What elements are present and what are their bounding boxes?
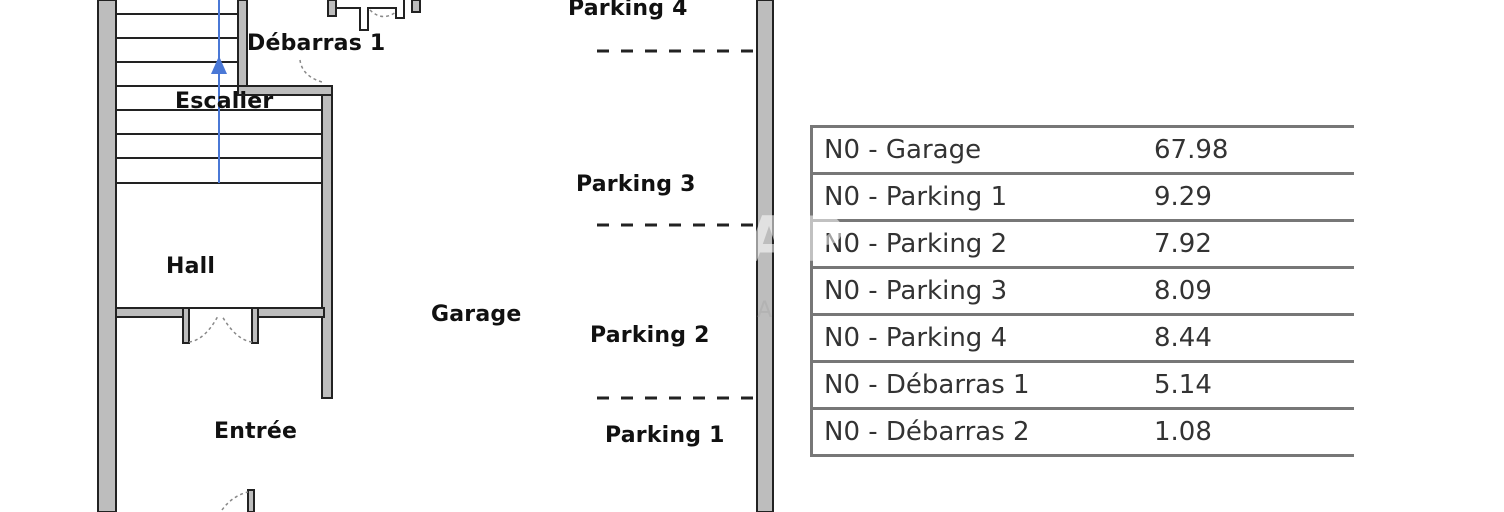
- entry-door-jamb: [247, 489, 255, 512]
- table-row: N0 - Débarras 1 5.14: [810, 361, 1354, 409]
- table-row: N0 - Garage 67.98: [810, 126, 1354, 174]
- door-jamb-right: [251, 307, 259, 344]
- door-jamb-left: [182, 307, 190, 344]
- row-name: N0 - Parking 1: [824, 182, 1008, 212]
- debarras-wall-top-a: [327, 0, 337, 17]
- row-area: 8.44: [1154, 323, 1212, 353]
- row-name: N0 - Parking 3: [824, 276, 1008, 306]
- row-area: 9.29: [1154, 182, 1212, 212]
- row-name: N0 - Débarras 2: [824, 417, 1030, 447]
- room-label-parking3: Parking 3: [576, 172, 696, 197]
- debarras-wall-top-c: [411, 0, 421, 13]
- row-name: N0 - Débarras 1: [824, 370, 1030, 400]
- table-row: N0 - Parking 3 8.09: [810, 267, 1354, 315]
- room-label-garage: Garage: [431, 302, 522, 327]
- room-label-escalier: Escalier: [175, 89, 274, 114]
- row-name: N0 - Parking 2: [824, 229, 1008, 259]
- debarras-wall-left: [237, 0, 248, 96]
- watermark: AP: [745, 203, 851, 276]
- room-label-debarras1: Débarras 1: [247, 31, 386, 56]
- debarras-wall-bottom: [237, 85, 333, 96]
- area-table: N0 - Garage 67.98 N0 - Parking 1 9.29 N0 -…: [810, 125, 1354, 457]
- room-label-entree: Entrée: [214, 419, 298, 444]
- room-label-hall: Hall: [166, 254, 216, 279]
- row-name: N0 - Parking 4: [824, 323, 1008, 353]
- table-row: N0 - Parking 1 9.29: [810, 173, 1354, 221]
- entry-door-swing: [221, 491, 249, 511]
- debarras-door-swing: [299, 59, 323, 83]
- watermark-small: A: [757, 298, 779, 323]
- row-area: 1.08: [1154, 417, 1212, 447]
- left-outer-wall: [97, 0, 117, 512]
- row-area: 7.92: [1154, 229, 1212, 259]
- door-swing-right: [221, 315, 253, 343]
- room-label-parking4: Parking 4: [568, 0, 688, 21]
- row-area: 8.09: [1154, 276, 1212, 306]
- table-row: N0 - Débarras 2 1.08: [810, 408, 1354, 456]
- hall-entree-wall-right: [253, 307, 325, 318]
- row-area: 67.98: [1154, 135, 1229, 165]
- debarras-wall-top-b: [336, 0, 405, 31]
- table-row: N0 - Parking 4 8.44: [810, 314, 1354, 362]
- door-swing-left: [188, 315, 219, 343]
- row-area: 5.14: [1154, 370, 1212, 400]
- row-name: N0 - Garage: [824, 135, 982, 165]
- inner-wall-vertical: [321, 87, 333, 399]
- room-label-parking2: Parking 2: [590, 323, 710, 348]
- hall-entree-wall-left: [115, 307, 187, 318]
- debarras-door-top-swing: [369, 9, 397, 18]
- stair-arrow-head: [211, 56, 227, 74]
- table-row: N0 - Parking 2 7.92: [810, 220, 1354, 268]
- table-left-rule: [810, 125, 813, 455]
- right-outer-wall: [756, 0, 774, 512]
- room-label-parking1: Parking 1: [605, 423, 725, 448]
